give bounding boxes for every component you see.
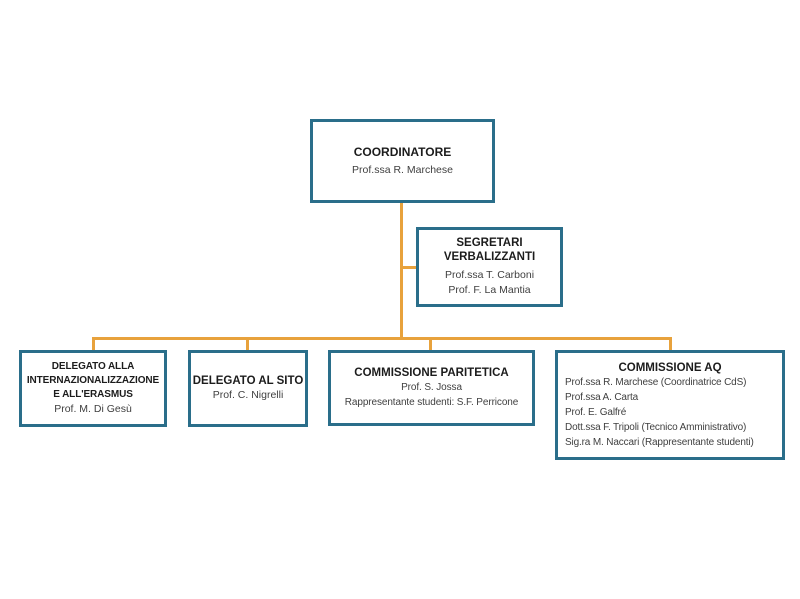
- node-member: Prof.ssa R. Marchese (Coordinatrice CdS): [565, 376, 747, 388]
- node-title: E ALL'ERASMUS: [53, 389, 133, 400]
- node-member: Prof.ssa A. Carta: [565, 391, 639, 403]
- node-member: Prof.ssa T. Carboni: [444, 269, 535, 281]
- node-title: COORDINATORE: [353, 144, 452, 159]
- node-title: COMMISSIONE AQ: [618, 361, 722, 374]
- connector-segretari-stub: [403, 266, 416, 269]
- connector-drop-erasmus: [92, 340, 95, 350]
- node-title: VERBALIZZANTI: [443, 251, 536, 263]
- node-commissione-aq: COMMISSIONE AQ Prof.ssa R. Marchese (Coo…: [555, 350, 785, 460]
- node-member: Prof. E. Galfré: [565, 406, 627, 418]
- node-title: DELEGATO ALLA: [51, 361, 135, 372]
- node-coordinatore: COORDINATORE Prof.ssa R. Marchese: [310, 119, 495, 203]
- node-member: Prof. C. Nigrelli: [212, 389, 284, 401]
- node-delegato-sito: DELEGATO AL SITO Prof. C. Nigrelli: [188, 350, 308, 427]
- node-member: Dott.ssa F. Tripoli (Tecnico Amministrat…: [565, 421, 747, 433]
- node-member: Sig.ra M. Naccari (Rappresentante studen…: [565, 436, 754, 448]
- node-member: Prof.ssa R. Marchese: [352, 163, 453, 176]
- node-commissione-paritetica: COMMISSIONE PARITETICA Prof. S. Jossa Ra…: [328, 350, 535, 426]
- node-member: Prof. S. Jossa: [401, 382, 462, 393]
- node-title: COMMISSIONE PARITETICA: [354, 367, 509, 379]
- node-delegato-internazionalizzazione: DELEGATO ALLA INTERNAZIONALIZZAZIONE E A…: [19, 350, 167, 427]
- node-title: INTERNAZIONALIZZAZIONE: [26, 375, 160, 386]
- node-title: DELEGATO AL SITO: [192, 375, 304, 387]
- connector-drop-aq: [669, 340, 672, 350]
- node-title: SEGRETARI: [456, 237, 523, 249]
- node-segretari-verbalizzanti: SEGRETARI VERBALIZZANTI Prof.ssa T. Carb…: [416, 227, 563, 307]
- connector-horizontal-bar: [92, 337, 672, 340]
- node-member: Prof. F. La Mantia: [448, 284, 531, 296]
- connector-coordinatore-stem: [400, 203, 403, 340]
- connector-drop-sito: [246, 340, 249, 350]
- node-member: Prof. M. Di Gesù: [54, 403, 132, 415]
- connector-drop-paritetica: [429, 340, 432, 350]
- node-member: Rappresentante studenti: S.F. Perricone: [344, 397, 519, 408]
